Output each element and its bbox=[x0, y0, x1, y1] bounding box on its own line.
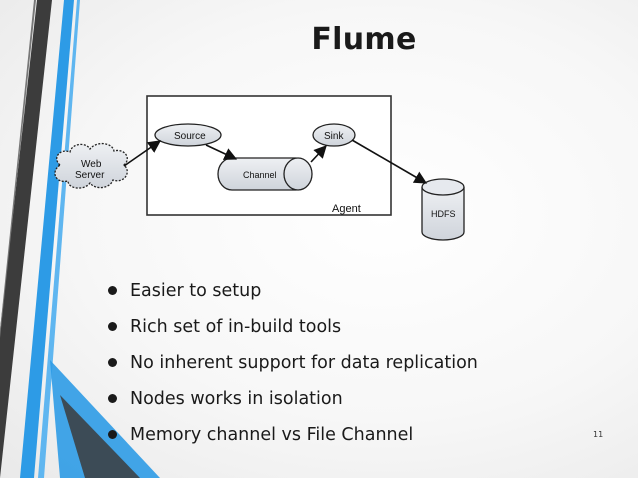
bullet-text: Easier to setup bbox=[130, 281, 262, 301]
channel-label: Channel bbox=[243, 170, 277, 180]
flume-diagram: Agent Web Server Source Channel Sink HDF… bbox=[54, 95, 465, 241]
bullet-text: Rich set of in-build tools bbox=[130, 317, 342, 337]
blue-stripe-thin bbox=[38, 0, 80, 478]
dark-stripe bbox=[0, 0, 52, 478]
arrow-webserver-to-source bbox=[123, 140, 162, 167]
bullet-item: No inherent support for data replication bbox=[104, 348, 478, 384]
bullet-item: Easier to setup bbox=[104, 276, 478, 312]
arrow-sink-to-hdfs bbox=[351, 139, 428, 184]
bullet-text: Nodes works in isolation bbox=[130, 389, 343, 409]
bullet-item: Memory channel vs File Channel bbox=[104, 420, 478, 456]
bullet-item: Rich set of in-build tools bbox=[104, 312, 478, 348]
sink-node: Sink bbox=[312, 123, 356, 147]
bottom-dark-wedge bbox=[60, 395, 140, 478]
page-number: 11 bbox=[593, 430, 604, 439]
arrow-source-to-channel bbox=[205, 144, 238, 160]
hdfs-label: HDFS bbox=[431, 209, 456, 219]
agent-label: Agent bbox=[332, 203, 361, 215]
slide-title: Flume bbox=[311, 22, 417, 57]
web-server-label-1: Web bbox=[81, 159, 102, 170]
channel-node: Channel bbox=[217, 157, 313, 191]
web-server-label-2: Server bbox=[75, 170, 105, 181]
bullet-dot bbox=[108, 394, 117, 403]
bullet-list: Easier to setup Rich set of in-build too… bbox=[104, 276, 478, 456]
sink-label: Sink bbox=[324, 131, 344, 142]
source-label: Source bbox=[174, 131, 206, 142]
agent-box bbox=[146, 95, 392, 216]
hdfs-node: HDFS bbox=[421, 178, 465, 241]
arrow-channel-to-sink bbox=[310, 145, 327, 163]
bullet-text: Memory channel vs File Channel bbox=[130, 425, 414, 445]
web-server-cloud: Web Server bbox=[54, 142, 128, 189]
blue-stripe bbox=[20, 0, 74, 478]
bullet-dot bbox=[108, 322, 117, 331]
bullet-item: Nodes works in isolation bbox=[104, 384, 478, 420]
bullet-dot bbox=[108, 358, 117, 367]
source-node: Source bbox=[154, 123, 222, 147]
bullet-dot bbox=[108, 430, 117, 439]
gray-stripe bbox=[0, 0, 36, 338]
bullet-dot bbox=[108, 286, 117, 295]
bullet-text: No inherent support for data replication bbox=[130, 353, 478, 373]
